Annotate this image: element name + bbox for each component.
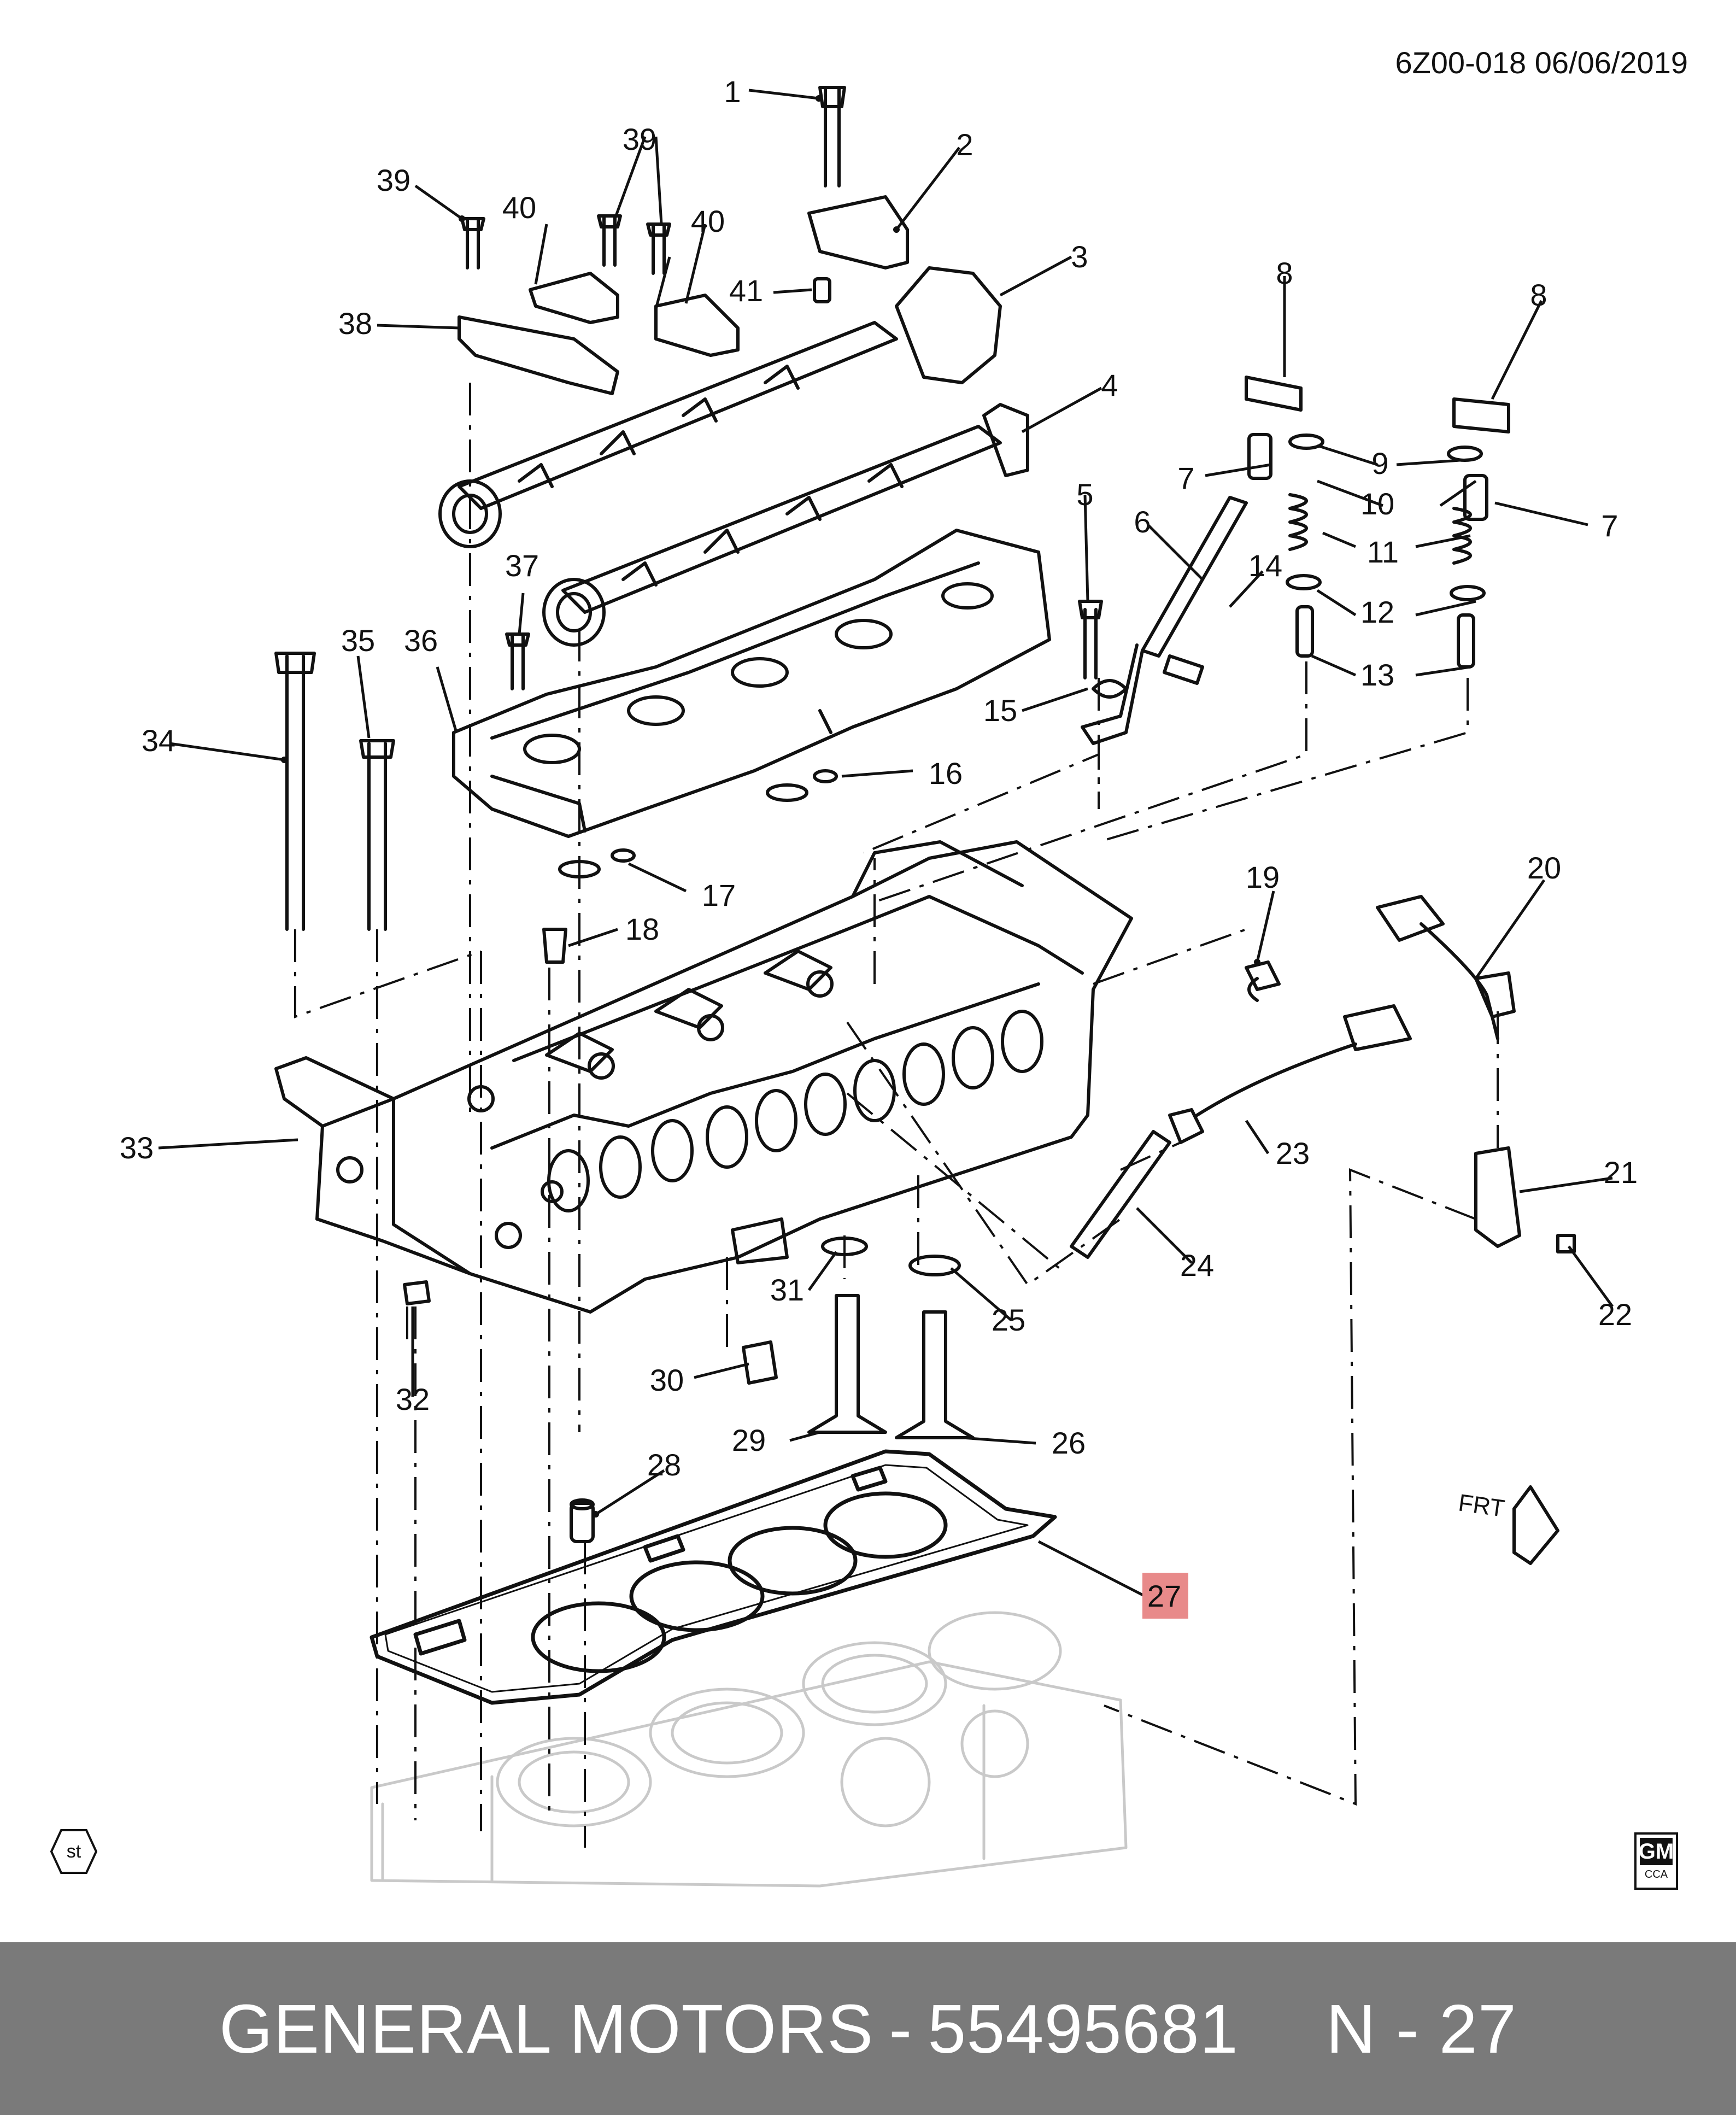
callout-38[interactable]: 38 <box>338 306 373 341</box>
reference-lines <box>294 383 1499 1848</box>
callout-5[interactable]: 5 <box>1076 477 1094 512</box>
callout-29[interactable]: 29 <box>731 1423 766 1457</box>
callout-28[interactable]: 28 <box>647 1448 682 1482</box>
callout-18[interactable]: 18 <box>625 912 660 946</box>
callout-23[interactable]: 23 <box>1275 1136 1310 1170</box>
callout-27[interactable]: 27 <box>1147 1579 1182 1613</box>
callout-15[interactable]: 15 <box>983 693 1018 728</box>
footer-separator: - <box>889 1990 913 2067</box>
callout-1[interactable]: 1 <box>724 74 741 109</box>
leader-arrowheads <box>281 95 1260 1518</box>
gm-logo-icon: GM CCA <box>1634 1832 1678 1890</box>
callout-9[interactable]: 9 <box>1371 446 1389 481</box>
callout-39-left[interactable]: 39 <box>376 163 411 197</box>
callout-37[interactable]: 37 <box>505 548 539 583</box>
engine-block-ghost <box>370 1611 1128 1888</box>
callout-3[interactable]: 3 <box>1071 239 1088 274</box>
callout-16[interactable]: 16 <box>928 756 963 790</box>
callout-7-right[interactable]: 7 <box>1601 508 1618 543</box>
callout-12[interactable]: 12 <box>1360 595 1395 629</box>
dowel-pin <box>570 1498 595 1543</box>
st-badge-text: st <box>66 1841 81 1862</box>
callout-25[interactable]: 25 <box>991 1303 1026 1337</box>
footer-part-number: 55495681 <box>928 1990 1239 2067</box>
callout-8-left[interactable]: 8 <box>1276 256 1293 290</box>
callout-40-right[interactable]: 40 <box>690 204 725 238</box>
highlighted-callout-box <box>1142 1573 1188 1619</box>
shims-and-plug <box>542 769 838 964</box>
callout-20[interactable]: 20 <box>1527 851 1562 885</box>
guide-tube <box>1081 496 1248 745</box>
footer-bar: GENERAL MOTORS - 55495681 N - 27 <box>0 1942 1736 2115</box>
callout-2[interactable]: 2 <box>956 127 973 162</box>
callout-19[interactable]: 19 <box>1245 860 1280 894</box>
document-reference: 6Z00-018 06/06/2019 <box>1395 45 1688 80</box>
callout-26[interactable]: 26 <box>1051 1426 1086 1460</box>
callout-21[interactable]: 21 <box>1603 1155 1638 1190</box>
callout-35[interactable]: 35 <box>341 623 376 658</box>
callout-34[interactable]: 34 <box>141 723 176 758</box>
callout-17[interactable]: 17 <box>701 878 736 912</box>
callout-8-right[interactable]: 8 <box>1530 278 1547 312</box>
exhaust-camshaft <box>542 403 1029 647</box>
st-badge-icon: st <box>50 1828 98 1875</box>
footer-page-ref: N - 27 <box>1326 1990 1517 2067</box>
callout-24[interactable]: 24 <box>1180 1248 1215 1282</box>
camshaft-carrier <box>452 529 1051 838</box>
footer-brand: GENERAL MOTORS <box>219 1990 874 2067</box>
callout-36[interactable]: 36 <box>403 623 438 658</box>
callout-30[interactable]: 30 <box>649 1363 684 1397</box>
callout-32[interactable]: 32 <box>395 1382 430 1416</box>
callout-10[interactable]: 10 <box>1360 487 1395 521</box>
callout-33[interactable]: 33 <box>119 1130 154 1165</box>
callout-14[interactable]: 14 <box>1248 548 1283 583</box>
callout-40-left[interactable]: 40 <box>502 190 537 225</box>
valve-train <box>1245 376 1510 669</box>
callout-39-right[interactable]: 39 <box>622 122 657 156</box>
leader-lines <box>158 89 1614 1598</box>
callout-7-left[interactable]: 7 <box>1177 461 1195 495</box>
front-arrow-icon <box>1512 1485 1559 1565</box>
gm-logo-text: GM <box>1639 1838 1674 1865</box>
head-gasket <box>370 1449 1057 1705</box>
sensors-and-harness <box>1245 895 1576 1253</box>
callout-31[interactable]: 31 <box>770 1273 805 1307</box>
glow-plug <box>1070 1004 1412 1259</box>
callout-41[interactable]: 41 <box>729 273 764 308</box>
cylinder-head <box>274 840 1133 1314</box>
gm-logo-subtext: CCA <box>1644 1868 1668 1880</box>
bearing-caps <box>458 195 909 395</box>
callout-11[interactable]: 11 <box>1366 535 1399 569</box>
callout-4[interactable]: 4 <box>1101 368 1118 402</box>
callout-22[interactable]: 22 <box>1598 1297 1633 1332</box>
callout-13[interactable]: 13 <box>1360 658 1395 692</box>
bolts <box>274 86 1103 931</box>
callout-6[interactable]: 6 <box>1134 505 1151 539</box>
intake-camshaft <box>438 266 1002 548</box>
